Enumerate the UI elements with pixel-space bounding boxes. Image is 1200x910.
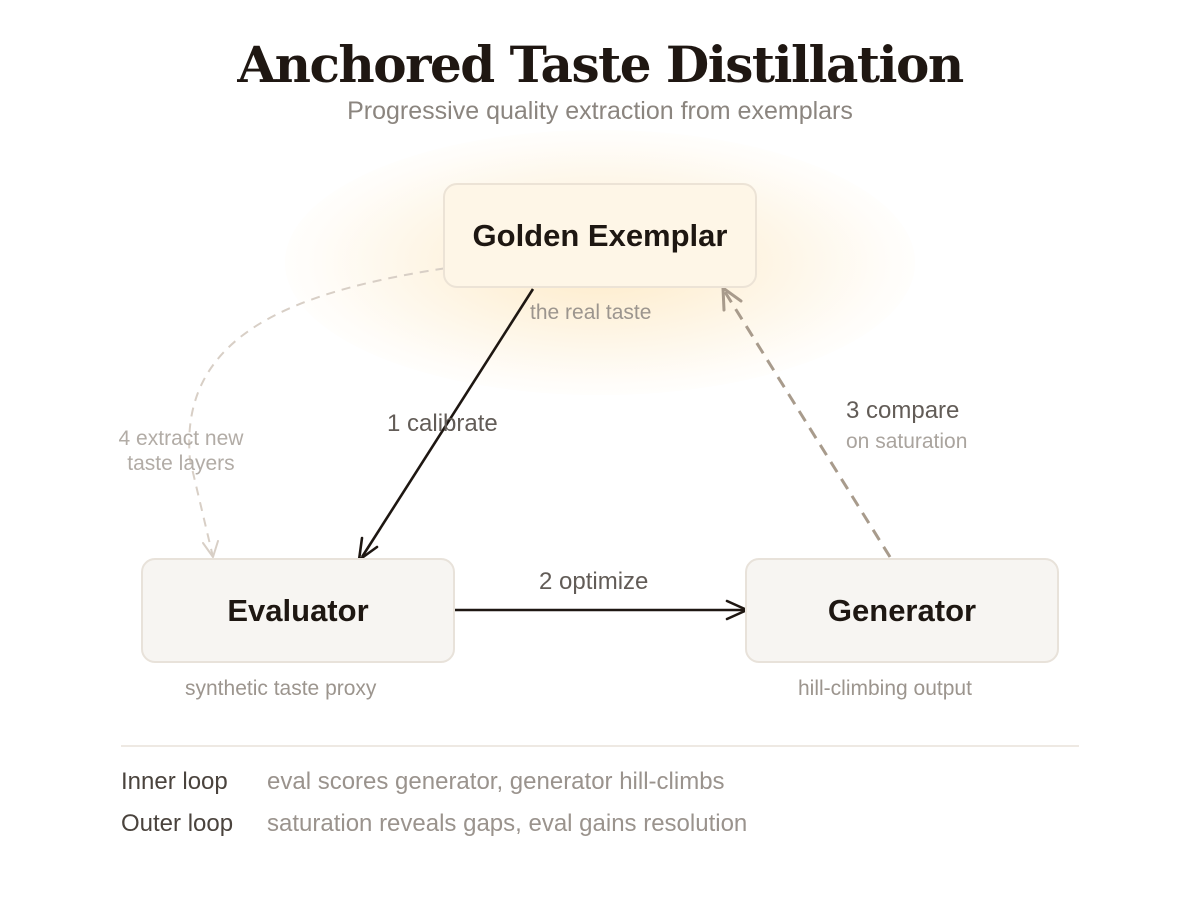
edge-extract-label: 4 extract new taste layers [96, 426, 266, 476]
evaluator-node: Evaluator [141, 558, 455, 663]
edge-optimize-label: 2 optimize [539, 568, 649, 595]
edge-compare-label: 3 compare [846, 397, 960, 424]
edge-extract-arrowhead [202, 540, 219, 558]
diagram-title: Anchored Taste Distillation [237, 35, 964, 94]
edge-compare-sublabel: on saturation [846, 430, 968, 453]
edge-extract [188, 261, 493, 558]
legend-row-outer: Outer loop saturation reveals gaps, eval… [121, 809, 747, 839]
edge-calibrate [360, 288, 535, 558]
edge-compare [723, 291, 892, 558]
edge-compare-arrowhead [721, 286, 743, 312]
diagram-subtitle: Progressive quality extraction from exem… [347, 97, 853, 125]
golden-exemplar-label: Golden Exemplar [472, 217, 728, 253]
legend-divider [121, 745, 1079, 747]
legend-key: Outer loop [121, 810, 234, 837]
evaluator-caption: synthetic taste proxy [185, 677, 377, 700]
edge-calibrate-label: 1 calibrate [387, 410, 498, 437]
generator-label: Generator [827, 592, 977, 628]
generator-caption: hill-climbing output [798, 677, 972, 700]
edge-extract-line2: taste layers [127, 452, 235, 475]
golden-exemplar-node: Golden Exemplar [443, 183, 757, 288]
golden-exemplar-caption: the real taste [530, 301, 652, 324]
legend-value: eval scores generator, generator hill-cl… [267, 768, 725, 795]
legend-row-inner: Inner loop eval scores generator, genera… [121, 767, 725, 797]
generator-node: Generator [745, 558, 1059, 663]
legend-value: saturation reveals gaps, eval gains reso… [267, 810, 748, 837]
edge-extract-line1: 4 extract new [118, 427, 244, 450]
evaluator-label: Evaluator [227, 592, 369, 628]
legend-key: Inner loop [121, 768, 228, 795]
